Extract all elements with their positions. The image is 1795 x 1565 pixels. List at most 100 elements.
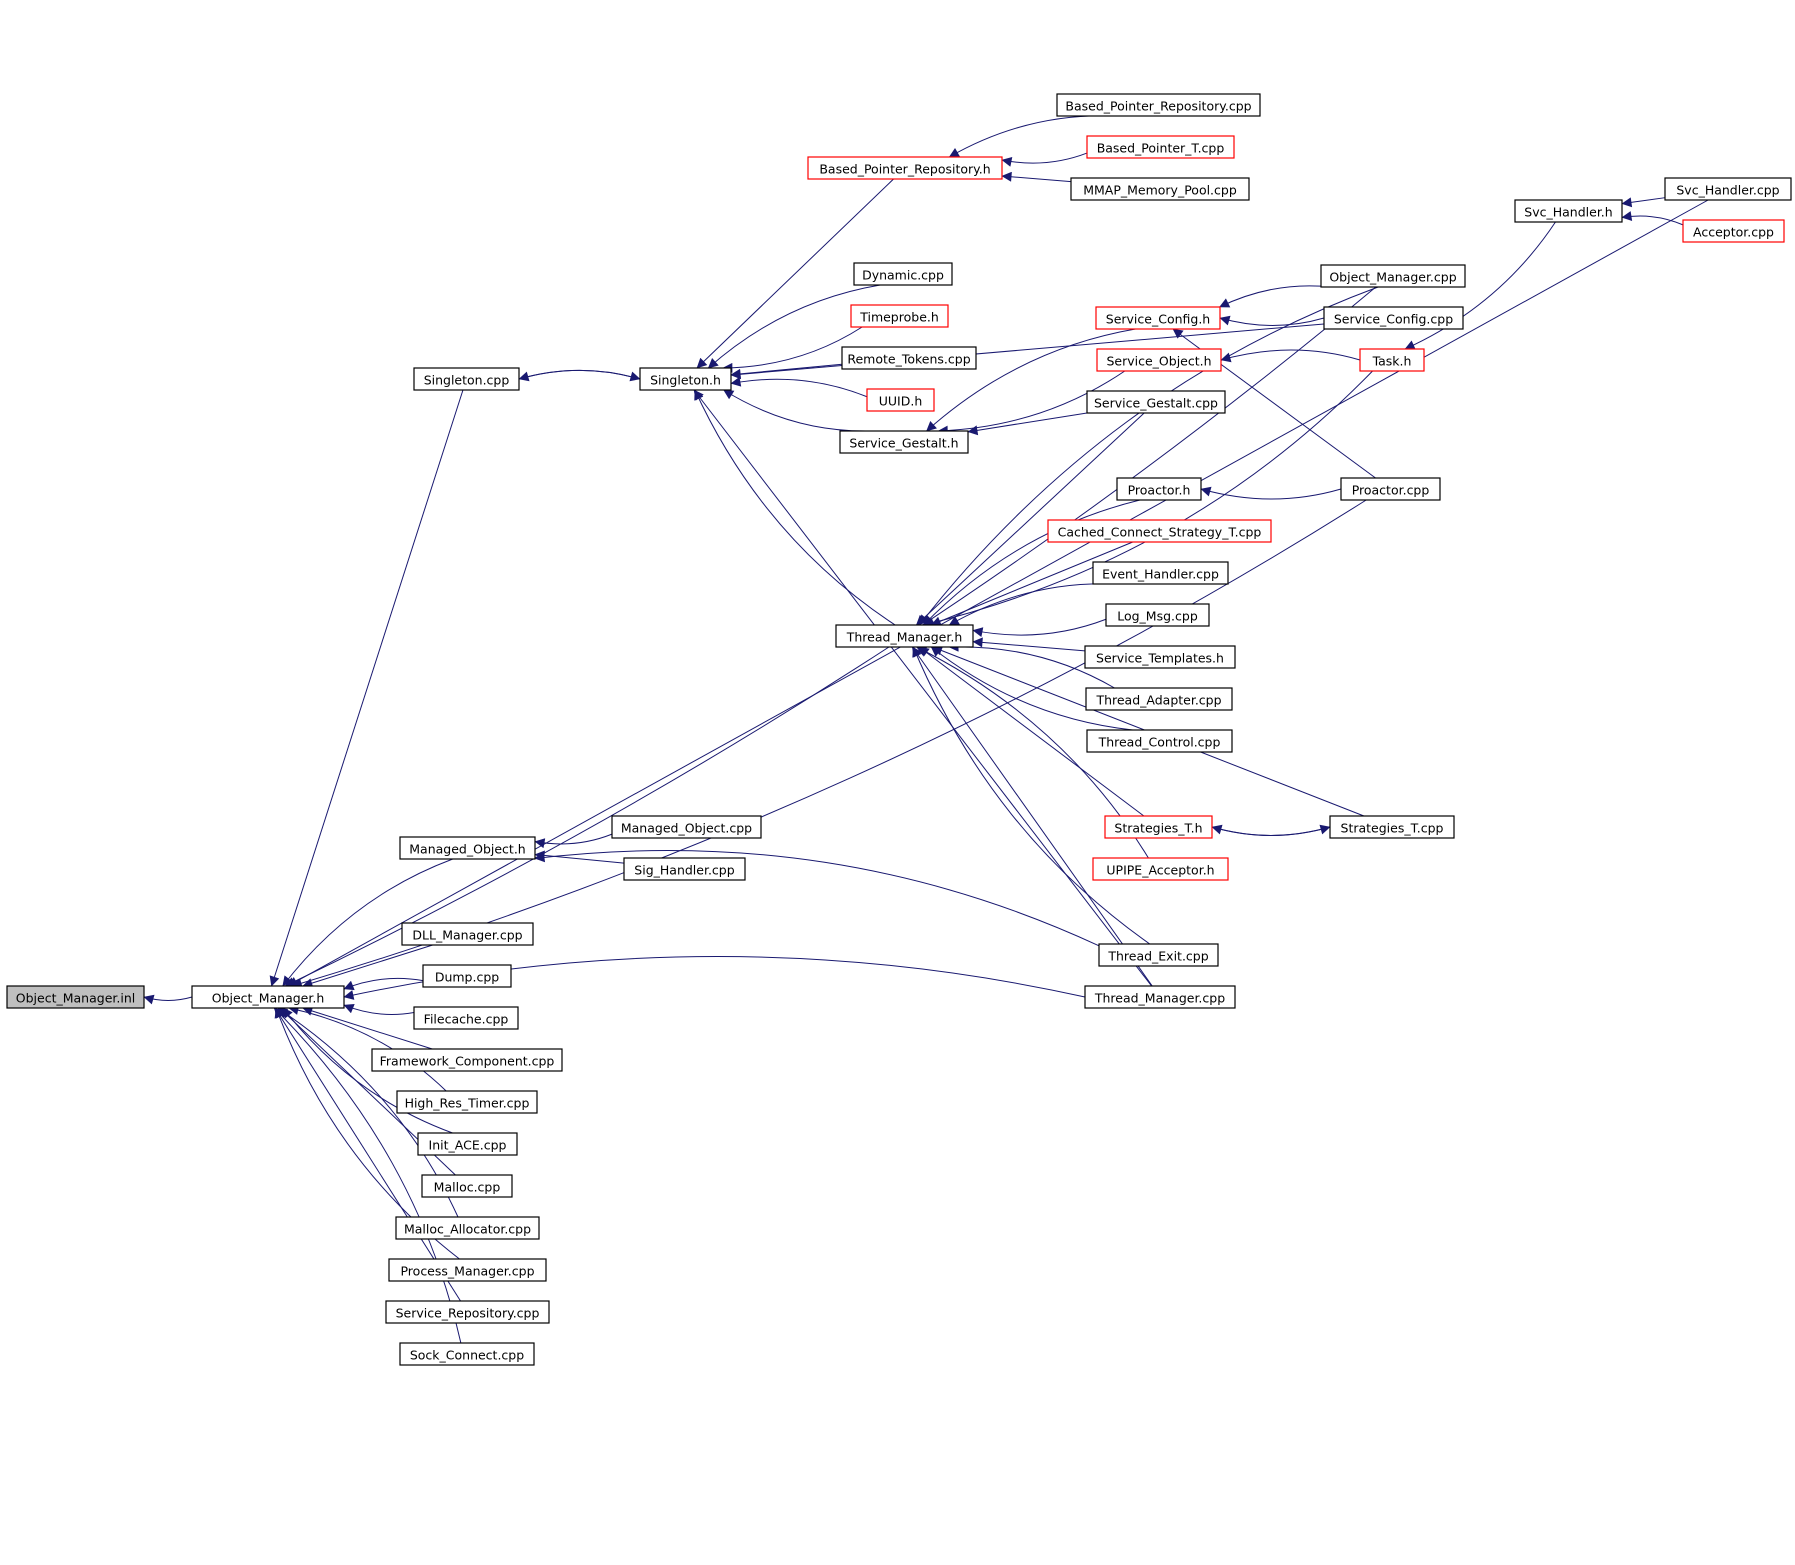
edge-svc-handler-cpp-to-svc-handler-h (1621, 197, 1666, 208)
node-high-res-timer-cpp[interactable]: High_Res_Timer.cpp (396, 1090, 538, 1114)
edge-object-manager-h-to-object-manager-inl (143, 994, 193, 1005)
node-process-manager-cpp[interactable]: Process_Manager.cpp (388, 1258, 547, 1282)
node-init-ace-cpp[interactable]: Init_ACE.cpp (417, 1132, 518, 1156)
node-thread-manager-h[interactable]: Thread_Manager.h (835, 624, 974, 648)
edge-sig-handler-cpp-to-managed-object-h (534, 850, 625, 864)
node-label: Service_Object.h (1106, 354, 1211, 369)
node-box (623, 857, 746, 881)
node-box (807, 156, 1003, 180)
node-label: Dynamic.cpp (862, 268, 944, 283)
node-box (1116, 477, 1202, 501)
node-sig-handler-cpp[interactable]: Sig_Handler.cpp (623, 857, 746, 881)
edge-thread-control-cpp-to-thread-manager-h (930, 646, 1133, 731)
node-thread-control-cpp[interactable]: Thread_Control.cpp (1086, 729, 1233, 753)
node-box (413, 367, 520, 391)
edge-managed-object-cpp-to-managed-object-h (534, 833, 613, 849)
edge-strategies-t-h-to-thread-manager-h (918, 646, 1145, 817)
edge-object-manager-cpp-to-object-manager-h (284, 286, 1377, 987)
node-label: Thread_Exit.cpp (1107, 949, 1208, 964)
node-task-h[interactable]: Task.h (1359, 348, 1425, 372)
edge-service-templates-h-to-thread-manager-h (972, 637, 1086, 652)
node-dump-cpp[interactable]: Dump.cpp (422, 964, 512, 988)
node-box (1056, 93, 1261, 117)
node-managed-object-cpp[interactable]: Managed_Object.cpp (611, 815, 762, 839)
node-svc-handler-h[interactable]: Svc_Handler.h (1514, 199, 1623, 223)
node-uuid-h[interactable]: UUID.h (866, 388, 935, 412)
node-proactor-cpp[interactable]: Proactor.cpp (1340, 477, 1441, 501)
node-label: Svc_Handler.h (1524, 205, 1612, 220)
node-proactor-h[interactable]: Proactor.h (1116, 477, 1202, 501)
node-label: Service_Config.h (1106, 312, 1210, 327)
node-malloc-cpp[interactable]: Malloc.cpp (421, 1174, 513, 1198)
edge-svc-handler-h-to-task-h (1404, 221, 1556, 350)
node-managed-object-h[interactable]: Managed_Object.h (399, 836, 536, 860)
edge-managed-object-h-to-object-manager-h (282, 858, 453, 987)
node-upipe-acceptor-h[interactable]: UPIPE_Acceptor.h (1092, 857, 1229, 881)
node-service-repository-cpp[interactable]: Service_Repository.cpp (385, 1300, 550, 1324)
node-singleton-cpp[interactable]: Singleton.cpp (413, 367, 520, 391)
node-mmap-memory-pool-cpp[interactable]: MMAP_Memory_Pool.cpp (1070, 177, 1250, 201)
node-malloc-allocator-cpp[interactable]: Malloc_Allocator.cpp (395, 1216, 540, 1240)
edge-proactor-cpp-to-proactor-h (1200, 486, 1342, 500)
node-label: Timeprobe.h (859, 310, 939, 325)
node-label: Framework_Component.cpp (380, 1054, 555, 1069)
node-dll-manager-cpp[interactable]: DLL_Manager.cpp (401, 922, 534, 946)
node-box (1682, 219, 1785, 243)
node-object-manager-cpp[interactable]: Object_Manager.cpp (1320, 264, 1466, 288)
node-object-manager-inl[interactable]: Object_Manager.inl (6, 985, 145, 1009)
node-label: Thread_Adapter.cpp (1095, 693, 1221, 708)
node-box (639, 367, 732, 391)
edge-service-gestalt-h-to-singleton-h (723, 389, 866, 432)
node-box (1095, 306, 1221, 330)
node-service-config-cpp[interactable]: Service_Config.cpp (1323, 306, 1464, 330)
node-dynamic-cpp[interactable]: Dynamic.cpp (853, 262, 953, 286)
node-box (371, 1048, 563, 1072)
node-acceptor-cpp[interactable]: Acceptor.cpp (1682, 219, 1785, 243)
node-service-object-h[interactable]: Service_Object.h (1096, 348, 1222, 372)
node-based-pointer-repository-h[interactable]: Based_Pointer_Repository.h (807, 156, 1003, 180)
node-thread-manager-cpp[interactable]: Thread_Manager.cpp (1084, 985, 1236, 1009)
node-remote-tokens-cpp[interactable]: Remote_Tokens.cpp (841, 346, 977, 370)
node-label: Acceptor.cpp (1693, 225, 1774, 240)
edge-init-ace-cpp-to-object-manager-h (282, 1007, 453, 1134)
node-service-config-h[interactable]: Service_Config.h (1095, 306, 1221, 330)
node-label: Dump.cpp (435, 970, 499, 985)
edge-thread-exit-cpp-to-managed-object-h (534, 849, 1100, 947)
edge-singleton-cpp-to-singleton-h (518, 369, 641, 382)
node-label: Service_Gestalt.cpp (1094, 396, 1218, 411)
node-box (396, 1090, 538, 1114)
edge-based-pointer-repository-h-to-singleton-h (696, 178, 894, 369)
node-thread-adapter-cpp[interactable]: Thread_Adapter.cpp (1085, 687, 1233, 711)
node-singleton-h[interactable]: Singleton.h (639, 367, 732, 391)
node-sock-connect-cpp[interactable]: Sock_Connect.cpp (399, 1342, 535, 1366)
node-strategies-t-h[interactable]: Strategies_T.h (1104, 815, 1213, 839)
node-box (1098, 943, 1219, 967)
node-label: Object_Manager.inl (16, 991, 135, 1006)
node-service-gestalt-cpp[interactable]: Service_Gestalt.cpp (1086, 390, 1226, 414)
node-service-templates-h[interactable]: Service_Templates.h (1084, 645, 1236, 669)
node-svc-handler-cpp[interactable]: Svc_Handler.cpp (1664, 177, 1792, 201)
edge-uuid-h-to-singleton-h (730, 376, 868, 398)
node-log-msg-cpp[interactable]: Log_Msg.cpp (1105, 603, 1210, 627)
node-cached-connect-strategy-t-cpp[interactable]: Cached_Connect_Strategy_T.cpp (1047, 519, 1272, 543)
node-based-pointer-repository-cpp[interactable]: Based_Pointer_Repository.cpp (1056, 93, 1261, 117)
node-box (1084, 645, 1236, 669)
edge-object-manager-cpp-to-service-config-h (1219, 285, 1332, 308)
node-strategies-t-cpp[interactable]: Strategies_T.cpp (1329, 815, 1455, 839)
node-box (1086, 390, 1226, 414)
node-label: Based_Pointer_Repository.h (819, 162, 990, 177)
node-event-handler-cpp[interactable]: Event_Handler.cpp (1092, 561, 1229, 585)
node-box (1664, 177, 1792, 201)
node-filecache-cpp[interactable]: Filecache.cpp (413, 1006, 519, 1030)
edge-dll-manager-cpp-to-object-manager-h (302, 944, 433, 988)
node-service-gestalt-h[interactable]: Service_Gestalt.h (839, 430, 969, 454)
node-framework-component-cpp[interactable]: Framework_Component.cpp (371, 1048, 563, 1072)
node-timeprobe-h[interactable]: Timeprobe.h (850, 304, 949, 328)
node-label: Process_Manager.cpp (400, 1264, 534, 1279)
edge-object-manager-cpp-to-thread-manager-h (919, 286, 1379, 626)
node-object-manager-h[interactable]: Object_Manager.h (191, 985, 345, 1009)
node-box (417, 1132, 518, 1156)
edge-task-h-to-service-object-h (1220, 349, 1361, 363)
node-thread-exit-cpp[interactable]: Thread_Exit.cpp (1098, 943, 1219, 967)
node-based-pointer-t-cpp[interactable]: Based_Pointer_T.cpp (1086, 135, 1235, 159)
